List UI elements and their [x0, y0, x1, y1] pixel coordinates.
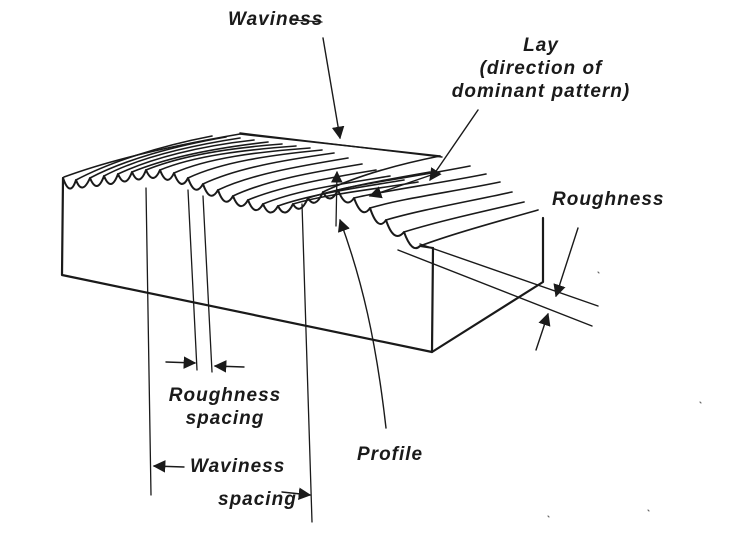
lay-label-line2: (direction of [479, 58, 603, 79]
block-right-face [430, 216, 545, 354]
waviness-spacing-arrow-left [152, 460, 185, 473]
roughness-spacing-arrow-right [213, 360, 245, 373]
roughness-spacing-line1: Roughness [168, 385, 282, 406]
waviness-reference-line [239, 132, 443, 158]
waviness-spacing-label-line2: spacing [218, 489, 297, 510]
block-back-edge [63, 133, 441, 178]
waviness-label: Waviness [228, 9, 324, 30]
waviness-extension-left [145, 187, 152, 496]
roughness-extension-right [202, 195, 213, 373]
roughness-arrow-top [553, 227, 579, 298]
lay-label-line1: Lay [523, 35, 559, 56]
waviness-arrow [322, 37, 345, 140]
lay-direction-arrow [368, 171, 441, 199]
surface-ridges [75, 135, 539, 247]
waviness-extension-right [301, 203, 313, 523]
scan-specks [547, 271, 702, 518]
lay-arrow [429, 109, 479, 182]
profile-leader [337, 218, 387, 429]
block-front-face [60, 176, 435, 354]
lay-label-line3: dominant pattern) [451, 81, 631, 102]
roughness-label: Roughness [552, 189, 665, 210]
lay-label: Lay (direction of dominant pattern) [426, 34, 656, 103]
roughness-extension-left [187, 189, 198, 371]
profile-label: Profile [357, 444, 424, 465]
waviness-spacing-arrow-right [281, 487, 312, 501]
roughness-line-upper [419, 243, 599, 307]
lay-vertical-arrow [330, 170, 343, 227]
waviness-spacing-label-line1: Waviness [190, 456, 286, 477]
roughness-arrow-bottom [535, 312, 551, 351]
roughness-spacing-label: Roughness spacing [150, 384, 300, 430]
waviness-lead-in [291, 19, 323, 23]
roughness-spacing-line2: spacing [185, 408, 265, 429]
roughness-line-lower [397, 249, 593, 327]
roughness-spacing-arrow-left [165, 356, 197, 369]
